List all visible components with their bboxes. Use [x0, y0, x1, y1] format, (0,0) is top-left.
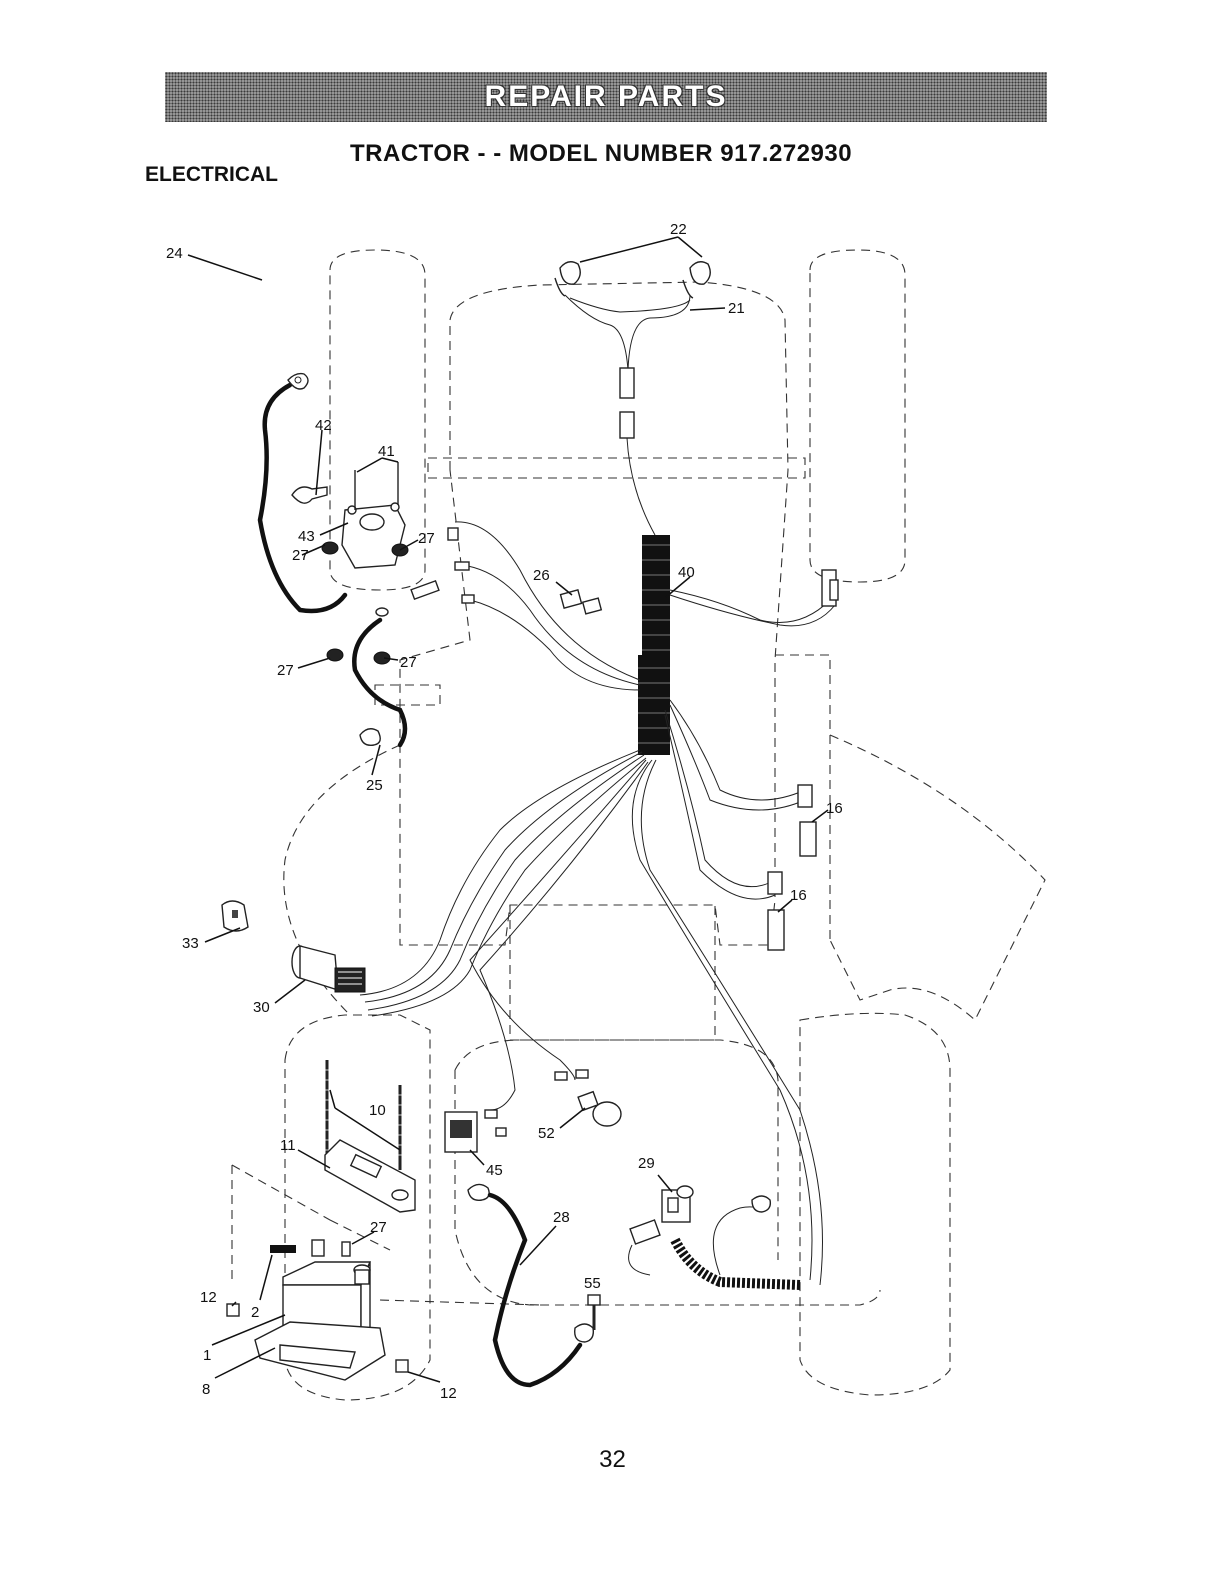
solenoid-29 — [662, 1186, 693, 1222]
callout-1: 1 — [203, 1347, 211, 1364]
ground-cable-28 — [468, 1184, 593, 1385]
switch-16-lower — [768, 872, 784, 950]
headlight-assembly — [555, 262, 710, 438]
harness-sleeve — [627, 438, 670, 755]
callout-55: 55 — [584, 1275, 601, 1292]
callout-52: 52 — [538, 1125, 555, 1142]
ignition-switch-30 — [292, 946, 365, 992]
wire-bundles — [360, 522, 835, 1285]
callout-12: 12 — [200, 1289, 217, 1306]
callout-11: 11 — [280, 1137, 296, 1154]
harness-connector — [620, 368, 634, 398]
callout-27: 27 — [277, 662, 294, 679]
connector-plug — [629, 1220, 660, 1275]
callout-8: 8 — [202, 1381, 210, 1398]
callout-12: 12 — [440, 1385, 457, 1402]
callout-21: 21 — [728, 300, 745, 317]
callout-27: 27 — [400, 654, 417, 671]
callout-16: 16 — [790, 887, 807, 904]
harness-connector — [620, 412, 634, 438]
coil-cord — [675, 1196, 800, 1285]
callout-16: 16 — [826, 800, 843, 817]
callout-27: 27 — [370, 1219, 387, 1236]
callout-33: 33 — [182, 935, 199, 952]
connector-terminals — [485, 1070, 588, 1136]
battery-tray-8 — [255, 1322, 385, 1380]
callout-30: 30 — [253, 999, 270, 1016]
bracket-42 — [292, 487, 327, 503]
callout-10: 10 — [369, 1102, 386, 1119]
callout-2: 2 — [251, 1304, 259, 1321]
ignition-key-33 — [222, 901, 248, 931]
callout-27: 27 — [418, 530, 435, 547]
battery-bolt-2 — [270, 1240, 350, 1256]
callout-26: 26 — [533, 567, 550, 584]
callout-28: 28 — [553, 1209, 570, 1226]
callout-42: 42 — [315, 417, 332, 434]
cable-25 — [354, 620, 405, 745]
callout-25: 25 — [366, 777, 383, 794]
callout-22: 22 — [670, 221, 687, 238]
callout-41: 41 — [378, 443, 395, 460]
ammeter-45 — [445, 1112, 477, 1152]
callout-27: 27 — [292, 547, 309, 564]
callout-45: 45 — [486, 1162, 503, 1179]
callout-24: 24 — [166, 245, 183, 262]
seat-switch-connector — [822, 570, 838, 606]
page-number: 32 — [0, 1446, 1225, 1474]
connector-26 — [560, 590, 601, 614]
callout-labels: 22 21 24 42 41 43 27 27 27 27 26 40 25 1… — [166, 221, 843, 1402]
callout-40: 40 — [678, 564, 695, 581]
callout-43: 43 — [298, 528, 315, 545]
callout-29: 29 — [638, 1155, 655, 1172]
